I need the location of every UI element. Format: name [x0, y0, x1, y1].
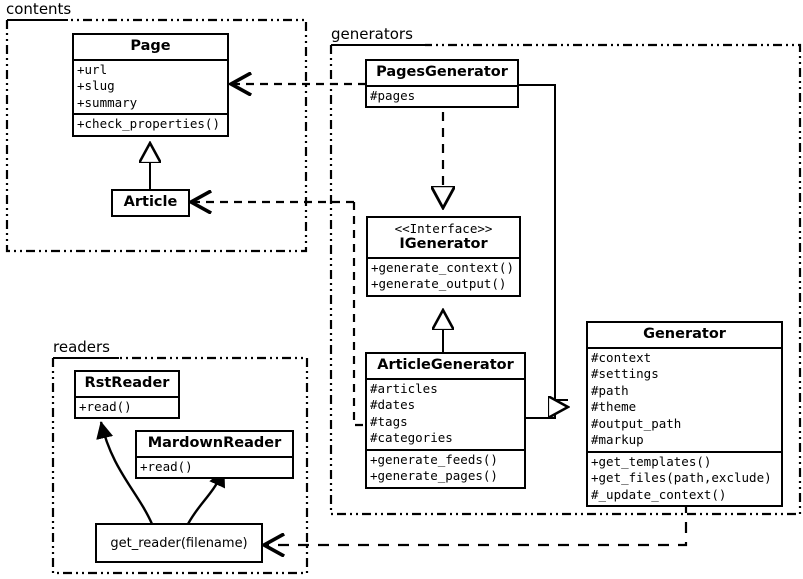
class-article-name: Article: [123, 194, 178, 210]
function-box-get-reader[interactable]: get_reader(filename): [95, 523, 263, 563]
class-page-name: Page: [130, 38, 171, 54]
relationship-generator-getreader: [265, 502, 688, 545]
relationship-pagesgen-generator: [519, 84, 568, 401]
class-generator-method: #_update_context(): [591, 486, 727, 502]
class-igenerator-methods: +generate_context() +generate_output(): [368, 256, 519, 295]
package-label-readers: readers: [53, 338, 110, 356]
class-generator-method: +get_files(path,exclude): [591, 470, 772, 486]
package-label-generators: generators: [331, 25, 413, 43]
class-generator-methods: +get_templates() +get_files(path,exclude…: [588, 450, 781, 506]
class-pagesgenerator-attributes: #pages: [367, 84, 517, 107]
class-mardownreader-methods: +read(): [137, 455, 292, 478]
class-rstreader[interactable]: RstReader +read(): [74, 370, 180, 420]
class-mardownreader[interactable]: MardownReader +read(): [135, 430, 294, 480]
class-page-attribute: +summary: [77, 94, 138, 110]
class-articlegenerator-method: +generate_feeds(): [370, 451, 498, 467]
class-igenerator-method: +generate_output(): [371, 276, 507, 292]
class-articlegenerator-attributes: #articles #dates #tags #categories: [367, 377, 524, 449]
class-page-attribute: +url: [77, 61, 108, 77]
class-generator-name: Generator: [643, 326, 726, 342]
class-pagesgenerator-attribute: #pages: [370, 87, 416, 103]
class-generator-attribute: #output_path: [591, 415, 682, 431]
class-generator-attribute: #theme: [591, 399, 637, 415]
class-generator-attribute: #settings: [591, 366, 659, 382]
class-articlegenerator-name: ArticleGenerator: [377, 357, 514, 373]
class-article[interactable]: Article: [111, 189, 190, 217]
class-mardownreader-name: MardownReader: [147, 435, 282, 451]
class-generator-attribute: #path: [591, 382, 629, 398]
class-page-methods: +check_properties(): [74, 113, 227, 135]
class-generator[interactable]: Generator #context #settings #path #them…: [586, 321, 783, 508]
relationship-articlegen-generator: [526, 407, 556, 419]
class-igenerator-stereotype: <<Interface>>: [394, 221, 493, 236]
package-label-contents: contents: [6, 0, 72, 18]
class-generator-attributes: #context #settings #path #theme #output_…: [588, 346, 781, 451]
class-pagesgenerator-name: PagesGenerator: [376, 64, 508, 80]
class-igenerator-method: +generate_context(): [371, 259, 514, 275]
class-articlegenerator[interactable]: ArticleGenerator #articles #dates #tags …: [365, 352, 526, 489]
class-generator-attribute: #context: [591, 349, 652, 365]
class-igenerator[interactable]: <<Interface>> IGenerator +generate_conte…: [366, 216, 521, 297]
class-page-attribute: +slug: [77, 78, 115, 94]
class-articlegenerator-method: +generate_pages(): [370, 468, 498, 484]
class-articlegenerator-attribute: #articles: [370, 380, 438, 396]
class-page[interactable]: Page +url +slug +summary +check_properti…: [72, 33, 229, 137]
class-page-attributes: +url +slug +summary: [74, 58, 227, 114]
class-mardownreader-method: +read(): [140, 458, 193, 474]
class-rstreader-methods: +read(): [76, 395, 178, 418]
class-rstreader-method: +read(): [79, 398, 132, 414]
class-articlegenerator-attribute: #tags: [370, 413, 408, 429]
class-generator-attribute: #markup: [591, 432, 644, 448]
class-pagesgenerator[interactable]: PagesGenerator #pages: [365, 59, 519, 109]
function-box-get-reader-label: get_reader(filename): [110, 535, 248, 551]
class-igenerator-label: IGenerator: [399, 236, 488, 252]
class-rstreader-name: RstReader: [84, 375, 170, 391]
class-articlegenerator-attribute: #dates: [370, 397, 416, 413]
class-generator-method: +get_templates(): [591, 453, 712, 469]
class-articlegenerator-attribute: #categories: [370, 430, 453, 446]
class-articlegenerator-methods: +generate_feeds() +generate_pages(): [367, 448, 524, 487]
class-igenerator-name: <<Interface>> IGenerator: [368, 218, 519, 257]
class-page-method: +check_properties(): [77, 116, 220, 132]
